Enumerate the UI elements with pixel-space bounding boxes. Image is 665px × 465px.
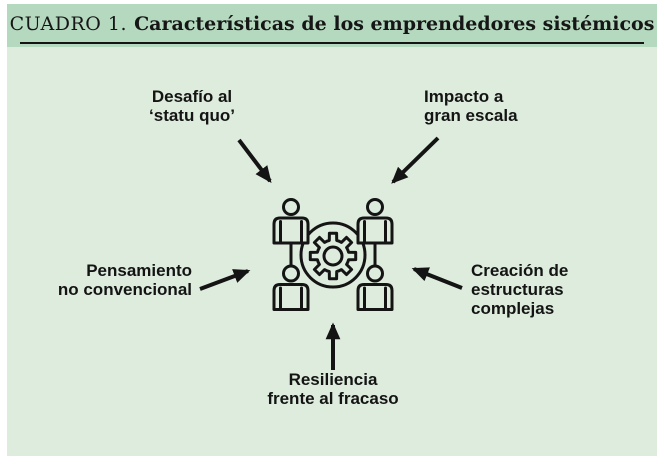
team-around-gear-icon	[272, 198, 394, 311]
person-bottom-right-icon	[356, 264, 394, 311]
figure-number: CUADRO 1.	[9, 13, 128, 35]
person-top-left-icon	[272, 198, 310, 245]
arrow-top-right-icon	[391, 136, 440, 184]
arrow-left-icon	[199, 269, 251, 291]
label-desafio-statu-quo: Desafío al ‘statu quo’	[149, 87, 235, 125]
figure-header: CUADRO 1. Características de los emprend…	[7, 4, 657, 47]
gear-icon-hole	[322, 245, 344, 267]
label-resiliencia-fracaso: Resiliencia frente al fracaso	[267, 370, 399, 408]
gear-icon-body	[308, 231, 358, 281]
arrow-top-left-icon	[237, 138, 272, 184]
person-top-right-icon	[356, 198, 394, 245]
figure-title-text: Características de los emprendedores sis…	[134, 13, 655, 35]
figure-frame: CUADRO 1. Características de los emprend…	[7, 4, 657, 456]
connecting-circle	[299, 221, 367, 289]
person-bottom-left-icon	[272, 264, 310, 311]
title-underline	[20, 42, 644, 44]
arrows-layer	[199, 136, 463, 370]
figure-title: CUADRO 1. Características de los emprend…	[10, 13, 655, 38]
arrow-right-icon	[411, 267, 463, 290]
label-impacto-gran-escala: Impacto a gran escala	[424, 87, 518, 125]
label-pensamiento-no-convencional: Pensamiento no convencional	[57, 261, 192, 299]
diagram-canvas: Desafío al ‘statu quo’ Impacto a gran es…	[7, 47, 657, 456]
label-creacion-estructuras: Creación de estructuras complejas	[471, 261, 569, 318]
